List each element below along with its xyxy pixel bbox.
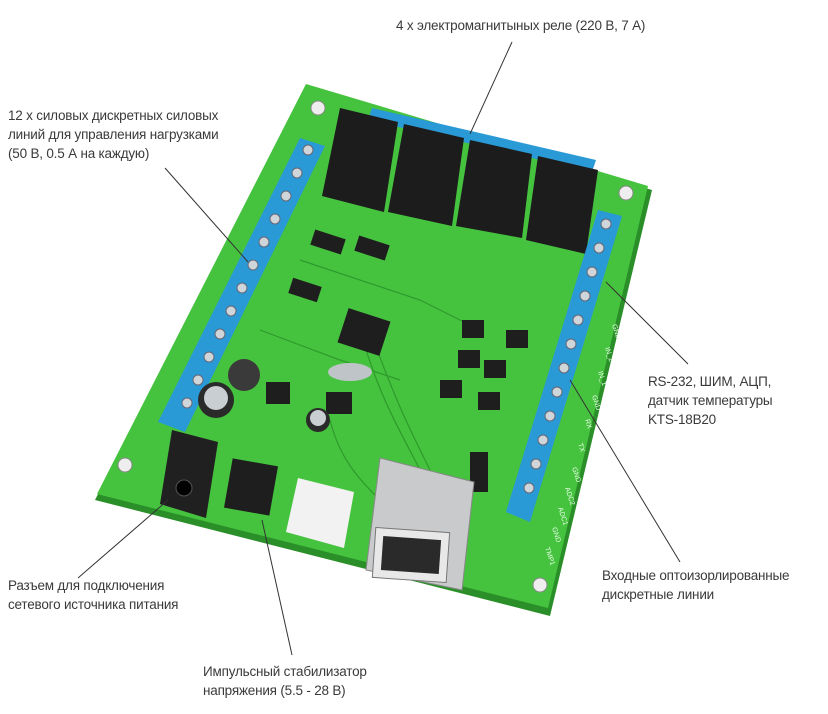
label-interfaces: RS-232, ШИМ, АЦП, датчик температуры KTS… — [648, 372, 773, 429]
pin-labels: GND IN_2 IN_1 GND RX TX GND ADC2 ADC1 GN… — [543, 323, 621, 566]
leader-inputs — [569, 379, 681, 563]
right-terminal-screws — [523, 218, 612, 494]
pin-label: RX — [583, 418, 593, 430]
label-power-jack: Разъем для подключения сетевого источник… — [8, 576, 178, 614]
label-line: 12 х силовых дискретных силовых — [8, 108, 219, 123]
pin-label: GND — [570, 466, 581, 483]
relays — [322, 108, 598, 254]
heatsink-pad — [286, 478, 354, 548]
pin-label: GND — [590, 394, 601, 411]
label-line: (50 В, 0.5 А на каждую) — [8, 146, 150, 161]
label-line: линий для управления нагрузками — [8, 127, 219, 142]
label-line: Импульсный стабилизатор — [203, 664, 367, 679]
pin-label: GND — [610, 323, 621, 340]
ethernet-jack — [365, 457, 475, 591]
label-inputs: Входные оптоизорлированные дискретные ли… — [602, 566, 790, 604]
label-line: дискретные линии — [602, 587, 714, 602]
label-power-lines: 12 х силовых дискретных силовых линий дл… — [8, 106, 219, 163]
leader-interfaces — [605, 281, 689, 365]
leader-lines — [77, 41, 689, 656]
pin-label: TX — [576, 442, 586, 453]
label-relays: 4 х электромагнитыных реле (220 В, 7 А) — [396, 18, 646, 33]
ic-chips — [224, 229, 528, 516]
label-line: сетевого источника питания — [8, 597, 179, 612]
leader-regulator — [261, 519, 293, 656]
leader-power-jack — [77, 499, 169, 579]
label-line: Разъем для подключения — [8, 578, 165, 593]
label-line: Входные оптоизорлированные — [602, 568, 790, 583]
label-line: KTS-18B20 — [648, 412, 716, 427]
mounting-holes — [117, 100, 634, 593]
label-line: напряжения (5.5 - 28 В) — [203, 683, 346, 698]
pin-label: GND — [550, 526, 561, 543]
label-regulator: Импульсный стабилизатор напряжения (5.5 … — [203, 662, 367, 700]
left-terminal-screws — [181, 144, 314, 409]
top-terminal-block — [368, 108, 596, 172]
leader-power-lines — [164, 167, 249, 263]
dc-power-jack — [160, 430, 218, 518]
leader-relays — [469, 41, 513, 135]
pin-label: IN_1 — [596, 370, 607, 386]
label-line: датчик температуры — [648, 393, 773, 408]
capacitors — [198, 359, 372, 432]
pin-label: IN_2 — [603, 346, 614, 362]
label-line: RS-232, ШИМ, АЦП, — [648, 374, 772, 389]
